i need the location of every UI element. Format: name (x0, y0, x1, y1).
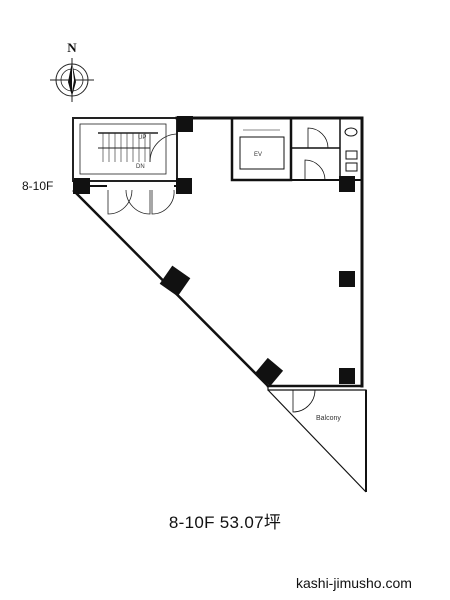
balcony-label: Balcony (316, 415, 341, 422)
entrance-doors (107, 189, 175, 215)
stair-dn-label: DN (136, 164, 145, 170)
columns (74, 116, 355, 387)
elevator-core (230, 116, 293, 182)
elevator-label: EV (254, 152, 262, 158)
site-url: kashi-jimusho.com (296, 575, 412, 591)
balcony-area (267, 386, 367, 493)
floor-label: 8-10F (22, 179, 54, 193)
stair-up-label: UP (138, 135, 146, 141)
outer-walls (72, 116, 364, 388)
stair-area (72, 117, 179, 182)
floor-caption: 8-10F 53.07坪 (168, 513, 282, 532)
restroom-block (290, 117, 363, 181)
compass-north-label: N (67, 40, 77, 55)
compass-icon: N (50, 40, 94, 102)
